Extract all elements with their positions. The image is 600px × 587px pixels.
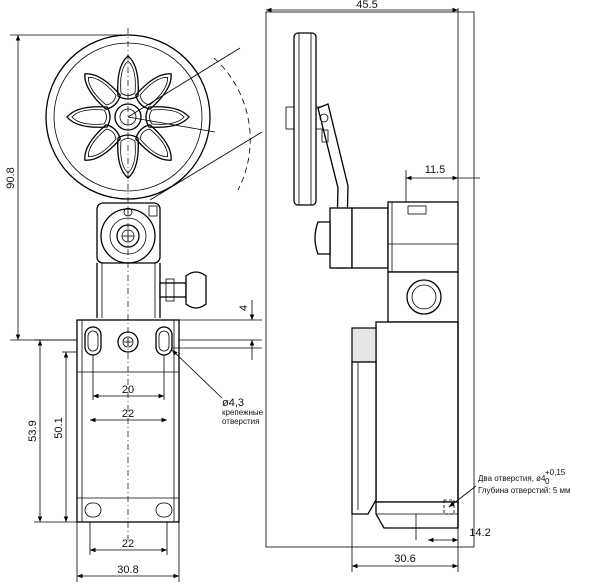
- mount-hole-label-2: отверстия: [222, 417, 259, 426]
- side-view: [265, 11, 475, 548]
- dim-width-22-upper: 22: [122, 408, 134, 420]
- dim-side-width: 30.6: [394, 553, 415, 565]
- front-dimensions: 90.8 4 20 22 53.9 50.1 22 30.8: [5, 34, 264, 582]
- mount-hole-diameter: ø4,3: [222, 397, 244, 409]
- dim-width-22-lower: 22: [122, 538, 134, 550]
- lever-hub: [96, 202, 161, 264]
- dim-side-offset: 14.2: [469, 527, 490, 539]
- holes-tolerance: +0,15: [545, 468, 566, 477]
- dim-height-53-9: 53.9: [27, 420, 39, 441]
- dim-width-base: 30.8: [117, 564, 138, 576]
- mount-hole-label-1: крепежные: [222, 408, 264, 417]
- side-dimensions: 45.5 11.5 14.2 30.6 Два отверстия, ø4 +0…: [266, 0, 571, 572]
- roller-wheel: [45, 34, 263, 201]
- switch-head: [314, 201, 459, 323]
- release-button: [159, 271, 207, 309]
- dim-offset-small: 11.5: [425, 164, 446, 176]
- front-view: [45, 28, 263, 540]
- dim-step: 4: [238, 305, 250, 311]
- holes-tolerance-lower: 0: [545, 477, 550, 486]
- dim-hole-spacing: 20: [122, 384, 134, 396]
- roller-edge: [285, 32, 325, 206]
- dim-height-50-1: 50.1: [53, 417, 65, 438]
- holes-line-2: Глубина отверстий: 5 мм: [478, 486, 571, 495]
- holes-line-1: Два отверстия, ø4: [478, 474, 546, 483]
- switch-body-side: [351, 321, 459, 540]
- dim-width-total: 45.5: [356, 0, 377, 11]
- dim-height-total: 90.8: [5, 167, 17, 188]
